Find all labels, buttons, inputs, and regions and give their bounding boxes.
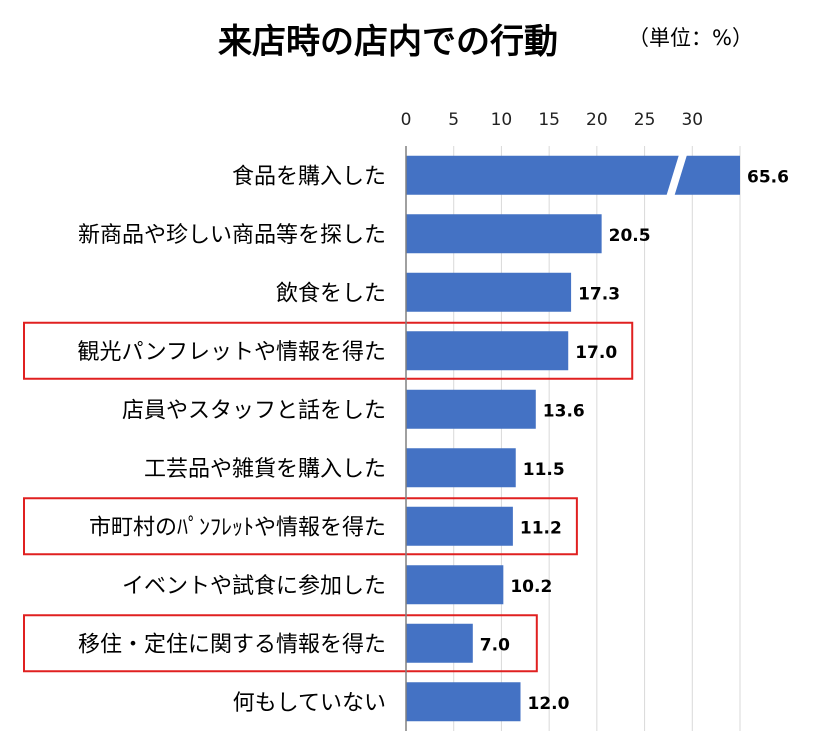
- value-label: 17.0: [575, 343, 617, 363]
- highlight-box: [23, 614, 538, 673]
- bar: [406, 331, 569, 371]
- value-label: 65.6: [747, 167, 789, 187]
- unit-note: （単位：%）: [628, 26, 753, 50]
- x-tick-label: 20: [586, 110, 608, 130]
- bar: [406, 682, 521, 722]
- value-label: 20.5: [609, 226, 651, 246]
- category-labels: 食品を購入した新商品や珍しい商品等を探した飲食をした観光パンフレットや情報を得た…: [78, 164, 386, 716]
- value-label: 10.2: [510, 577, 552, 597]
- chart-title: 来店時の店内での行動: [218, 22, 558, 62]
- category-label: 観光パンフレットや情報を得た: [78, 340, 386, 365]
- highlight-boxes: [23, 321, 634, 673]
- category-label: 移住・定住に関する情報を得た: [78, 632, 386, 657]
- category-label: 新商品や珍しい商品等を探した: [78, 223, 386, 248]
- x-axis-ticks: 0 5 10 15 20 25 30: [401, 110, 704, 130]
- value-labels: 65.6 20.5 17.3 17.0 13.6 11.5 11.2 10.2 7.0 12.0: [480, 167, 789, 714]
- x-tick-label: 10: [491, 110, 513, 130]
- bar: [406, 389, 536, 429]
- category-label: 何もしていない: [233, 691, 386, 716]
- category-label: 市町村のﾊﾟﾝﾌﾚｯﾄや情報を得た: [89, 515, 386, 540]
- value-label: 11.2: [520, 518, 562, 538]
- bar: [406, 623, 473, 663]
- category-label: 飲食をした: [276, 281, 386, 306]
- category-label: 食品を購入した: [232, 164, 386, 189]
- bar: [406, 506, 513, 546]
- value-label: 13.6: [543, 401, 585, 421]
- x-tick-label: 30: [681, 110, 703, 130]
- bar: [406, 448, 516, 488]
- x-tick-label: 5: [448, 110, 459, 130]
- highlight-box: [23, 497, 578, 556]
- x-tick-label: 0: [401, 110, 412, 130]
- x-tick-label: 15: [538, 110, 560, 130]
- bars: [406, 155, 740, 722]
- chart-header: 来店時の店内での行動 （単位：%）: [0, 14, 815, 64]
- value-label: 17.3: [578, 284, 620, 304]
- value-label: 7.0: [480, 635, 510, 655]
- bar: [406, 272, 572, 312]
- value-label: 11.5: [523, 460, 565, 480]
- bar: [406, 155, 740, 195]
- bar: [406, 214, 602, 254]
- category-label: 工芸品や雑貨を購入した: [144, 457, 386, 482]
- category-label: イベントや試食に参加した: [122, 574, 386, 599]
- highlight-box: [23, 321, 634, 380]
- x-tick-label: 25: [634, 110, 656, 130]
- category-label: 店員やスタッフと話をした: [122, 398, 386, 423]
- axis-break-mark: [666, 155, 687, 196]
- value-label: 12.0: [528, 694, 570, 714]
- bar: [406, 565, 504, 605]
